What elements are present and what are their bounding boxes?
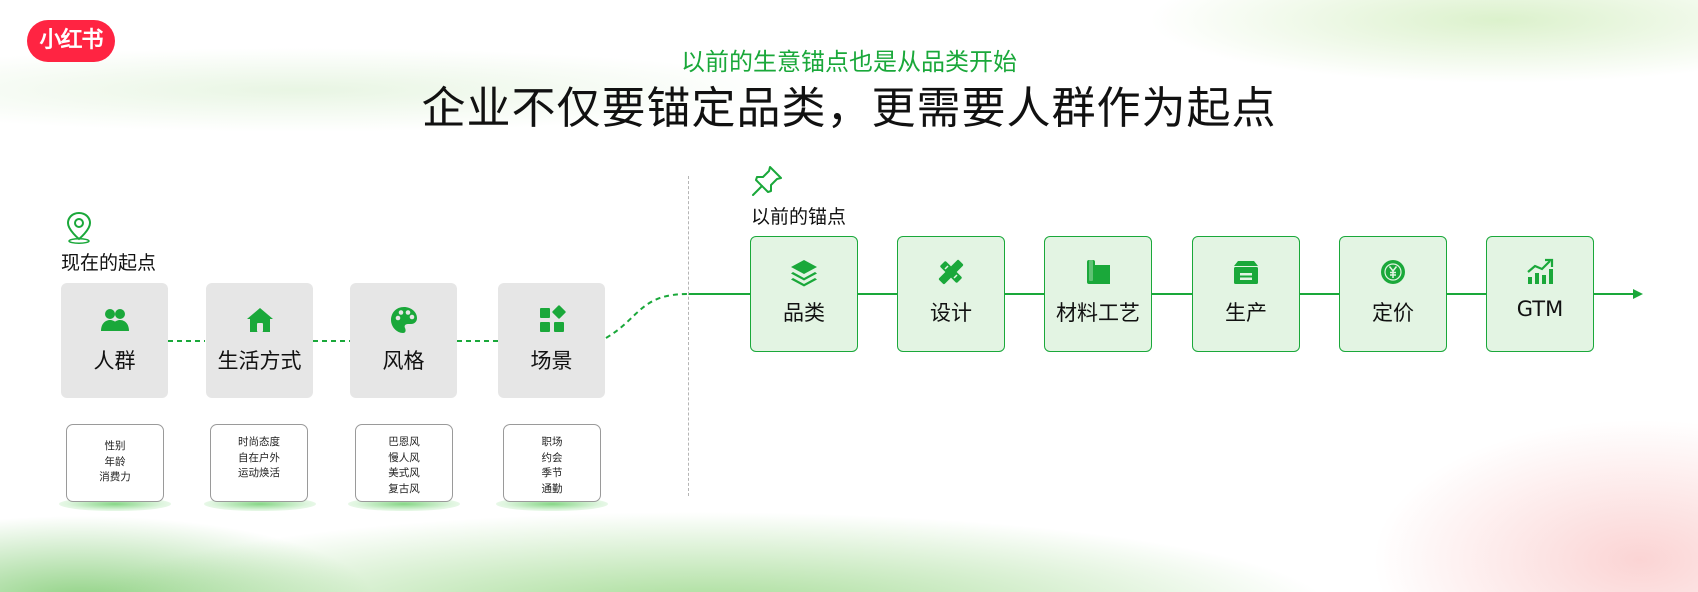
- detail-card-lifestyle: 时尚态度 自在户外 运动焕活: [210, 424, 308, 502]
- node-pricing: 定价: [1339, 236, 1447, 352]
- detail-card-style: 巴恩风 慢人风 美式风 复古风: [355, 424, 453, 502]
- node-label: 生产: [1225, 301, 1267, 325]
- node-label: 生活方式: [217, 349, 302, 373]
- node-label: 材料工艺: [1056, 301, 1140, 325]
- xiaohongshu-logo: 小红书: [27, 20, 115, 62]
- detail-item: 美式风: [388, 467, 420, 479]
- yen-coin-icon: [1381, 260, 1405, 284]
- node-crowd: 人群: [61, 283, 168, 398]
- palette-icon: [391, 307, 417, 333]
- growth-chart-icon: [1527, 258, 1554, 284]
- section-divider: [688, 176, 689, 496]
- location-pin-icon: [66, 211, 92, 244]
- detail-item: 消费力: [99, 471, 131, 483]
- node-material: 材料工艺: [1044, 236, 1152, 352]
- detail-item: 慢人风: [388, 451, 420, 464]
- node-gtm: GTM: [1486, 236, 1594, 352]
- design-tools-icon: [938, 259, 964, 285]
- node-design: 设计: [897, 236, 1005, 352]
- node-label: 设计: [930, 301, 972, 325]
- home-icon: [247, 308, 273, 332]
- detail-item: 季节: [541, 467, 563, 479]
- node-label: 场景: [530, 349, 573, 373]
- people-icon: [101, 309, 129, 331]
- production-box-icon: [1234, 261, 1258, 284]
- node-label: 风格: [382, 349, 425, 373]
- material-roll-icon: [1087, 260, 1110, 284]
- detail-card-scene: 职场 约会 季节 通勤: [503, 424, 601, 502]
- node-label: 人群: [93, 349, 136, 373]
- node-category: 品类: [750, 236, 858, 352]
- node-label: 品类: [783, 301, 825, 325]
- detail-item: 通勤: [541, 482, 563, 495]
- detail-item: 性别: [104, 440, 126, 452]
- grid-icon: [540, 305, 566, 332]
- detail-item: 巴恩风: [388, 436, 420, 448]
- node-style: 风格: [350, 283, 457, 398]
- detail-item: 职场: [541, 436, 563, 448]
- right-section-label: 以前的锚点: [751, 206, 847, 228]
- node-production: 生产: [1192, 236, 1300, 352]
- pushpin-icon: [752, 166, 782, 196]
- layers-icon: [791, 260, 817, 287]
- detail-item: 运动焕活: [238, 467, 280, 479]
- subtitle: 以前的生意锚点也是从品类开始: [681, 48, 1017, 76]
- detail-item: 自在户外: [238, 451, 280, 464]
- node-label: GTM: [1516, 297, 1564, 321]
- detail-item: 时尚态度: [238, 436, 280, 448]
- detail-card-crowd: 性别 年龄 消费力: [66, 424, 164, 502]
- node-lifestyle: 生活方式: [206, 283, 313, 398]
- detail-item: 约会: [541, 451, 563, 464]
- page-title: 企业不仅要锚定品类，更需要人群作为起点: [421, 83, 1277, 134]
- node-scene: 场景: [498, 283, 605, 398]
- detail-item: 年龄: [104, 455, 126, 468]
- dashed-bridge-curve: [605, 293, 689, 339]
- node-label: 定价: [1372, 301, 1414, 325]
- detail-item: 复古风: [388, 482, 420, 495]
- arrow-head-icon: [1633, 289, 1643, 299]
- left-section-label: 现在的起点: [61, 252, 157, 274]
